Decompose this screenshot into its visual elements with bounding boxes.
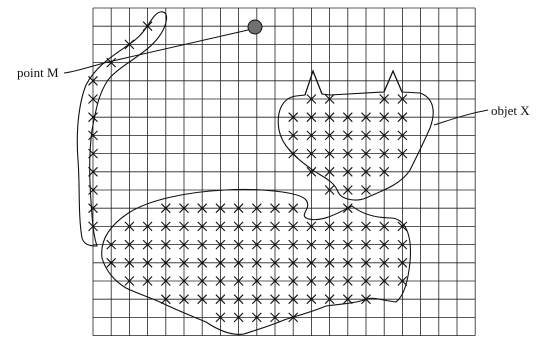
object-x-label: objet X: [491, 103, 530, 118]
object-x-ear-left: [305, 71, 322, 95]
pixel-grid: [93, 8, 475, 336]
object-x-ear-right: [384, 71, 402, 92]
point-m-label: point M: [17, 65, 59, 80]
point-m-dot: [248, 20, 262, 34]
